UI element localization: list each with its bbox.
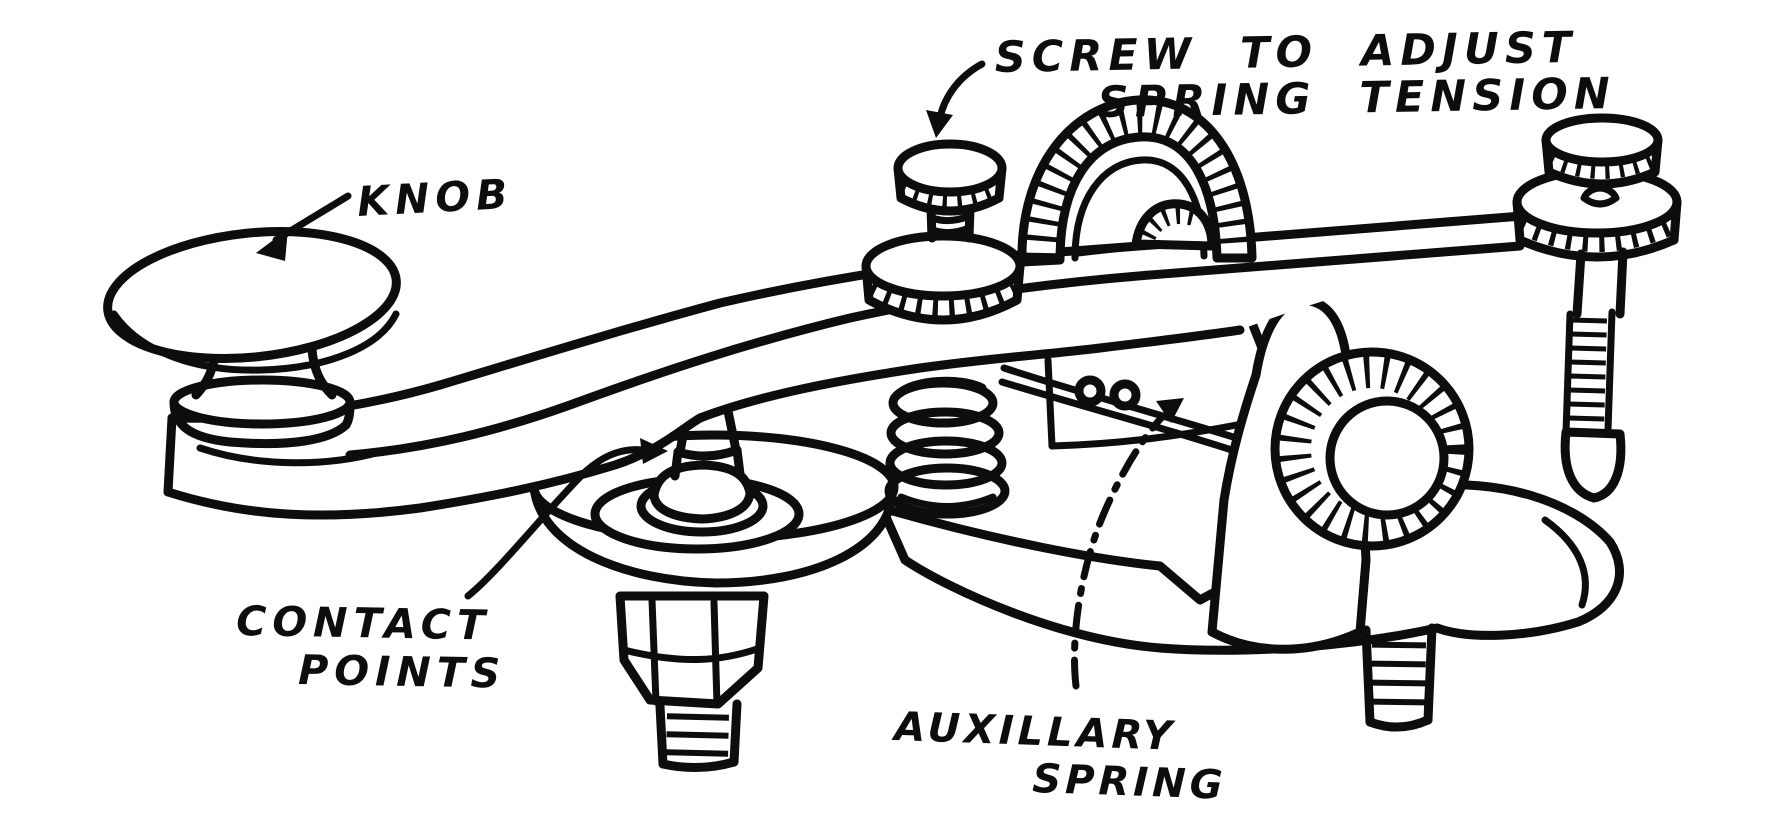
lever-arm	[163, 211, 1527, 520]
knob-rim	[110, 310, 400, 374]
lever-bottom-edge	[163, 325, 1245, 520]
yoke-arch	[1017, 95, 1257, 267]
yoke-hub	[1131, 199, 1217, 251]
hex-nut	[615, 591, 769, 709]
auxiliary-spring-leaf	[998, 364, 1260, 460]
coil-spring	[884, 376, 1010, 519]
contact-post	[590, 406, 804, 554]
screw-head-top	[893, 139, 1007, 197]
label-points: POINTS	[298, 646, 507, 698]
lever-end-post	[1560, 247, 1628, 503]
knob-arrow	[256, 192, 352, 261]
label-screw-tension-line2: SPRING TENSION	[1097, 69, 1616, 128]
knob	[103, 227, 401, 467]
labels: SCREW TO ADJUST SPRING TENSION KNOB CONT…	[236, 23, 1616, 809]
trunnion-nut	[1270, 347, 1474, 551]
label-aux-spring: SPRING	[1032, 756, 1228, 809]
leaf-screw-left	[1074, 375, 1106, 407]
locknut-top	[861, 231, 1025, 301]
end-post-foot	[1560, 427, 1626, 503]
label-knob: KNOB	[356, 170, 515, 226]
trunnion-pin-end	[1325, 396, 1449, 520]
base-mounting-stud	[1361, 623, 1437, 732]
auxiliary-arrow	[1071, 398, 1184, 690]
label-contact: CONTACT	[236, 597, 491, 649]
contact-arrow	[464, 438, 668, 600]
leaf-screw-right	[1109, 379, 1141, 411]
screw-arrow	[926, 60, 986, 138]
spring-bracket	[1044, 356, 1246, 450]
label-auxillary: AUXILLARY	[891, 704, 1177, 760]
contact-terminal-stud	[655, 699, 742, 773]
label-screw-tension-line1: SCREW TO ADJUST	[994, 23, 1577, 83]
knob-top	[103, 227, 401, 363]
end-cap-dimple	[1580, 184, 1620, 208]
adjustment-screw	[861, 139, 1025, 325]
lever-end-cap	[1512, 113, 1682, 262]
lever-front-edge	[163, 413, 177, 497]
base-right-rim	[1541, 516, 1589, 609]
lever-crease	[345, 241, 1525, 460]
